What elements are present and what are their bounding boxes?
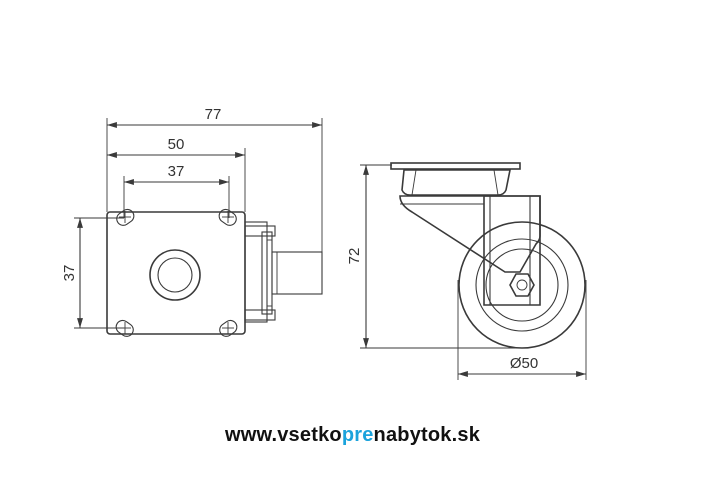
kingpin-outer <box>149 249 201 301</box>
mounting-hole-tr <box>218 208 237 226</box>
fork-top-view <box>244 221 323 323</box>
wheel-outer <box>458 221 586 349</box>
side-view: 72 Ø50 <box>346 162 587 380</box>
kingpin-inner <box>157 257 193 293</box>
mounting-plate <box>106 211 246 335</box>
dim-label-37-h: 37 <box>168 163 185 180</box>
mounting-hole-br <box>219 319 238 337</box>
mounting-hole-tl <box>116 208 135 226</box>
wheel-tread <box>475 238 569 332</box>
url-part-domain-end: nabytok.sk <box>373 424 481 446</box>
wheel-hub <box>485 248 559 322</box>
side-plate <box>390 162 521 170</box>
swivel-housing <box>401 169 511 196</box>
website-url: www.vsetkoprenabytok.sk <box>0 424 705 447</box>
dim-label-72: 72 <box>346 248 363 265</box>
url-part-domain-start: www.vsetko <box>224 424 342 446</box>
fork-leg <box>399 195 541 273</box>
axle-nut <box>509 273 535 297</box>
dim-label-77: 77 <box>205 106 222 123</box>
url-part-highlight: pre <box>341 424 374 446</box>
dim-label-37-v: 37 <box>61 265 78 282</box>
top-view: 77 50 37 37 <box>61 106 323 337</box>
mounting-hole-bl <box>115 319 134 337</box>
dim-label-50: 50 <box>168 136 185 153</box>
dim-label-diameter: Ø50 <box>510 355 538 372</box>
